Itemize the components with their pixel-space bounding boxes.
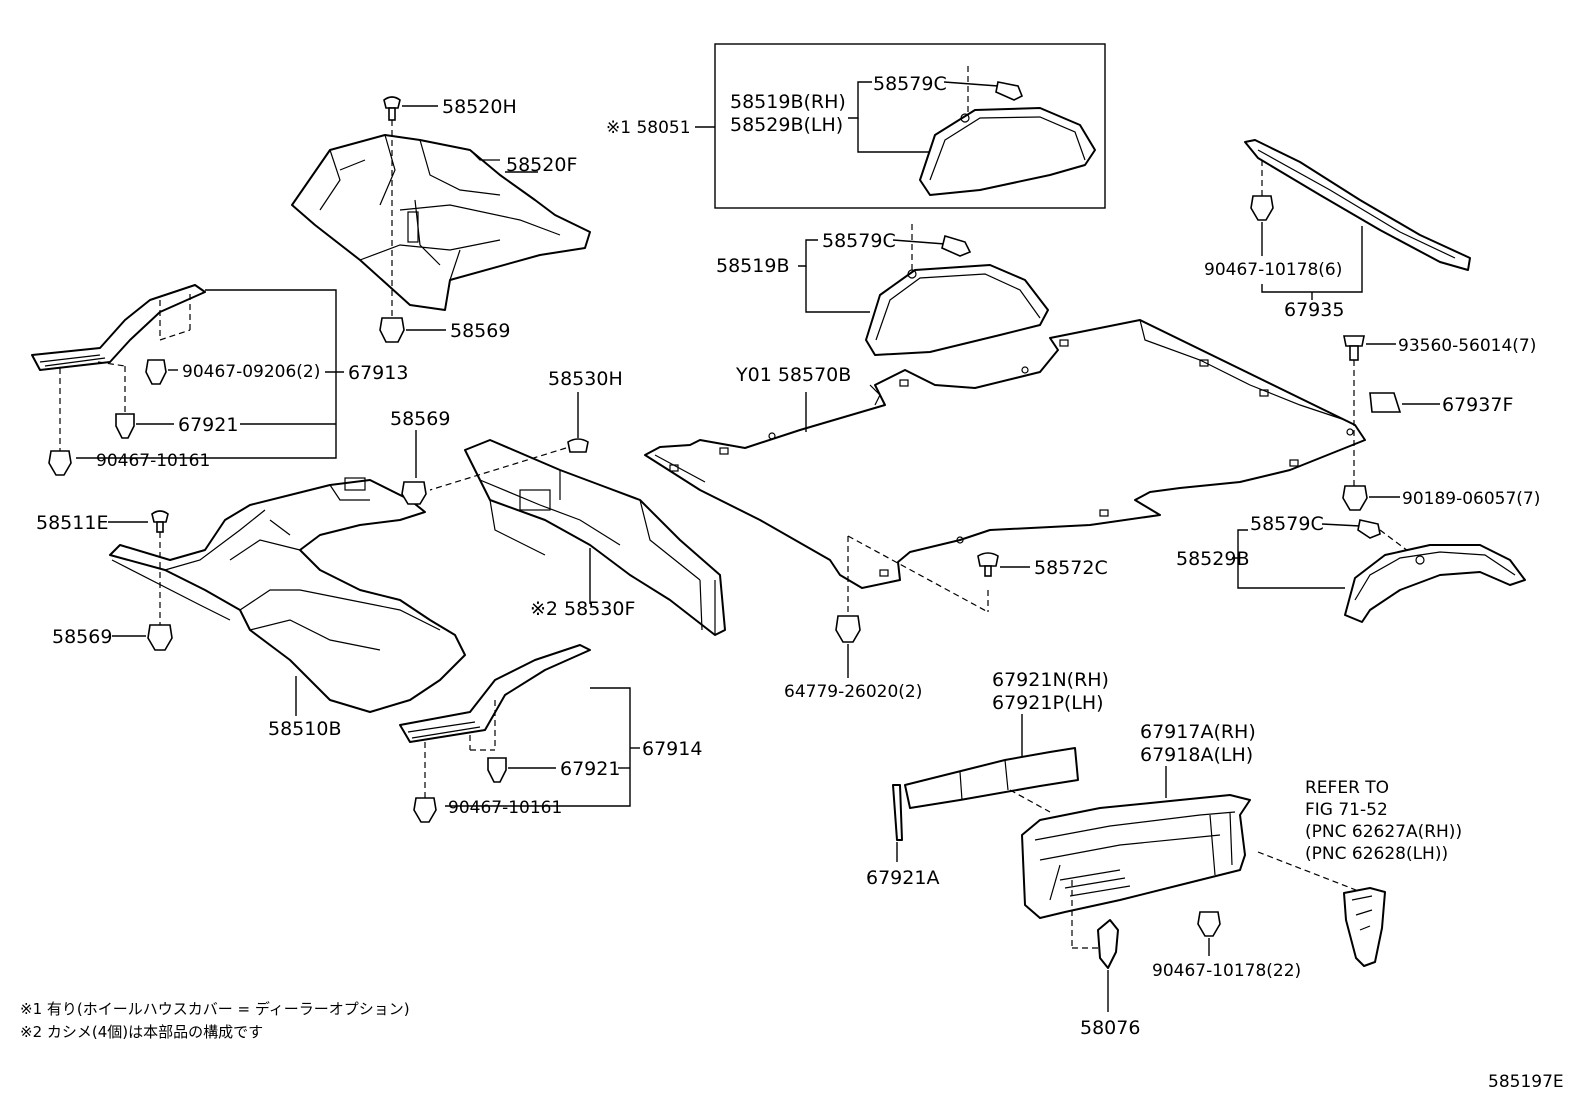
floor-panel-58570B — [644, 319, 1366, 589]
wheel-house-cover-boxed — [919, 107, 1096, 196]
label-58519B: 58519B — [716, 255, 789, 277]
label-67937F: 67937F — [1442, 394, 1513, 416]
label-67921-bottom: 67921 — [560, 758, 620, 780]
label-58520F: 58520F — [506, 154, 577, 176]
option-box-58051 — [714, 43, 1106, 209]
label-67921A: 67921A — [866, 867, 939, 889]
clip-58520H — [383, 96, 401, 121]
wheel-house-cover-58519B — [865, 264, 1049, 356]
label-67917A: 67917A(RH) — [1140, 721, 1256, 743]
label-58579C-right: 58579C — [1250, 513, 1324, 535]
scuff-rail-67935 — [1244, 139, 1471, 271]
label-58569-left: 58569 — [52, 626, 112, 648]
floor-mat-rear-part-58510B — [109, 477, 466, 713]
referenced-part-62627A — [1343, 887, 1386, 967]
label-58569-top: 58569 — [450, 320, 510, 342]
wheel-house-cover-58529B — [1344, 544, 1526, 623]
refer-line-1: REFER TO — [1305, 778, 1389, 798]
label-58076: 58076 — [1080, 1017, 1140, 1039]
label-67914: 67914 — [642, 738, 702, 760]
label-58572C: 58572C — [1034, 557, 1108, 579]
label-93560-56014: 93560-56014(7) — [1398, 336, 1536, 356]
label-58519B-RH: 58519B(RH) — [730, 91, 846, 113]
label-58579C-box: 58579C — [873, 73, 947, 95]
label-58530H: 58530H — [548, 368, 623, 390]
label-67921-left: 67921 — [178, 414, 238, 436]
label-58510B: 58510B — [268, 718, 341, 740]
label-58520H: 58520H — [442, 96, 517, 118]
label-90189-06057: 90189-06057(7) — [1402, 489, 1540, 509]
label-90467-10178-6: 90467-10178(6) — [1204, 260, 1342, 280]
trim-strip-67921N — [904, 747, 1079, 809]
label-58051: ※1 58051 — [606, 118, 691, 138]
label-58569-mid: 58569 — [390, 408, 450, 430]
floor-mat-front-part — [291, 134, 591, 311]
trim-strip-67921A — [892, 784, 903, 841]
label-90467-09206: 90467-09206(2) — [182, 362, 320, 382]
footnote-1: ※1 有り(ホイールハウスカバー = ディーラーオプション) — [20, 1000, 410, 1018]
label-64779-26020: 64779-26020(2) — [784, 682, 922, 702]
label-90467-10178-22: 90467-10178(22) — [1152, 961, 1301, 981]
refer-line-4: (PNC 62628(LH)) — [1305, 844, 1448, 864]
refer-line-3: (PNC 62627A(RH)) — [1305, 822, 1462, 842]
clip-58569-top — [379, 317, 405, 343]
step-plate-67914 — [399, 644, 591, 743]
footnote-2: ※2 カシメ(4個)は本部品の構成です — [20, 1023, 263, 1041]
label-58579C-mid: 58579C — [822, 230, 896, 252]
label-67918A: 67918A(LH) — [1140, 744, 1253, 766]
label-Y01-58570B: Y01 58570B — [735, 364, 851, 386]
label-58529B-LH: 58529B(LH) — [730, 114, 843, 136]
center-tunnel-58530F — [464, 439, 726, 636]
refer-line-2: FIG 71-52 — [1305, 800, 1388, 820]
label-67935: 67935 — [1284, 299, 1344, 321]
diagram-reference-number: 585197E — [1488, 1072, 1564, 1092]
label-67921P: 67921P(LH) — [992, 692, 1104, 714]
label-67913: 67913 — [348, 362, 408, 384]
label-67921N: 67921N(RH) — [992, 669, 1109, 691]
label-58529B: 58529B — [1176, 548, 1249, 570]
clip-58076 — [1097, 919, 1119, 969]
step-plate-67913 — [31, 284, 206, 371]
label-90467-10161-bottom: 90467-10161 — [448, 798, 562, 818]
side-trim-box-67917A — [1021, 794, 1251, 919]
label-58530F: ※2 58530F — [530, 598, 635, 620]
label-58511E: 58511E — [36, 512, 108, 534]
label-90467-10161-left: 90467-10161 — [96, 451, 210, 471]
